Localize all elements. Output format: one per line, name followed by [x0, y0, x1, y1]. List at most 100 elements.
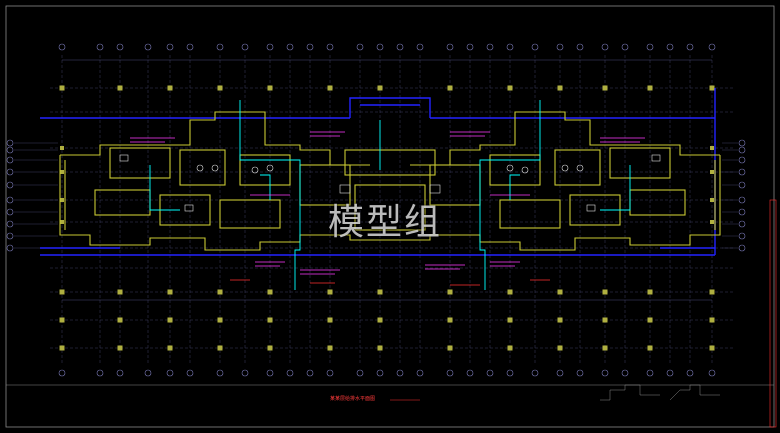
axis-bubble-top — [621, 43, 629, 51]
structural-column — [217, 345, 223, 351]
axis-bubble-bottom — [306, 369, 314, 377]
axis-bubble-top — [556, 43, 564, 51]
axis-bubble-top — [241, 43, 249, 51]
axis-bubble-bottom — [666, 369, 674, 377]
structural-column — [59, 317, 65, 323]
structural-column — [447, 289, 453, 295]
structural-column — [647, 85, 653, 91]
axis-bubble-top — [216, 43, 224, 51]
axis-bubbles — [6, 43, 746, 377]
axis-bubble-right — [738, 208, 746, 216]
axis-bubble-bottom — [556, 369, 564, 377]
drawing-border — [5, 5, 775, 428]
structural-column — [557, 85, 563, 91]
axis-bubble-bottom — [116, 369, 124, 377]
structural-column — [377, 345, 383, 351]
drain-pipes — [149, 100, 631, 290]
axis-bubble-bottom — [286, 369, 294, 377]
structural-column — [60, 146, 64, 150]
structural-column — [710, 146, 714, 150]
axis-bubble-top — [486, 43, 494, 51]
axis-bubble-left — [6, 196, 14, 204]
structural-column — [59, 289, 65, 295]
structural-column — [167, 85, 173, 91]
title-block-graphics — [390, 384, 720, 401]
axis-bubble-top — [446, 43, 454, 51]
axis-bubble-left — [6, 146, 14, 154]
structural-column — [709, 317, 715, 323]
structural-column — [377, 317, 383, 323]
axis-bubble-bottom — [326, 369, 334, 377]
axis-bubble-bottom — [96, 369, 104, 377]
structural-column — [377, 289, 383, 295]
structural-column — [59, 85, 65, 91]
axis-bubble-bottom — [531, 369, 539, 377]
structural-column — [709, 289, 715, 295]
structural-column — [60, 220, 64, 224]
structural-column — [647, 289, 653, 295]
right-title-strip — [769, 199, 777, 428]
structural-column — [602, 289, 608, 295]
annotation-notes — [130, 131, 645, 286]
axis-grid — [14, 55, 738, 365]
structural-column — [167, 317, 173, 323]
structural-column — [557, 345, 563, 351]
structural-column — [117, 289, 123, 295]
axis-bubble-right — [738, 156, 746, 164]
axis-bubble-right — [738, 139, 746, 147]
axis-bubble-left — [6, 220, 14, 228]
axis-bubble-top — [686, 43, 694, 51]
structural-column — [217, 289, 223, 295]
axis-bubble-bottom — [646, 369, 654, 377]
structural-column — [710, 220, 714, 224]
axis-bubble-bottom — [601, 369, 609, 377]
axis-bubble-bottom — [186, 369, 194, 377]
structural-column — [167, 289, 173, 295]
axis-bubble-top — [186, 43, 194, 51]
structural-column — [327, 317, 333, 323]
axis-bubble-bottom — [686, 369, 694, 377]
axis-bubble-right — [738, 146, 746, 154]
axis-bubble-top — [116, 43, 124, 51]
structural-column — [557, 317, 563, 323]
structural-column — [507, 345, 513, 351]
structural-column — [327, 345, 333, 351]
axis-bubble-right — [738, 168, 746, 176]
axis-bubble-top — [576, 43, 584, 51]
axis-bubble-right — [738, 181, 746, 189]
structural-column — [377, 85, 383, 91]
axis-bubble-bottom — [416, 369, 424, 377]
axis-bubble-left — [6, 168, 14, 176]
axis-bubble-top — [166, 43, 174, 51]
axis-bubble-top — [416, 43, 424, 51]
axis-bubble-top — [666, 43, 674, 51]
sanitary-fixtures — [119, 154, 661, 212]
structural-column — [327, 289, 333, 295]
structural-column — [602, 345, 608, 351]
columns — [59, 85, 715, 351]
structural-column — [267, 317, 273, 323]
structural-column — [327, 85, 333, 91]
axis-bubble-left — [6, 156, 14, 164]
axis-bubble-top — [58, 43, 66, 51]
axis-bubble-top — [306, 43, 314, 51]
axis-bubble-right — [738, 232, 746, 240]
axis-bubble-top — [466, 43, 474, 51]
structural-column — [709, 345, 715, 351]
structural-column — [117, 345, 123, 351]
axis-bubble-left — [6, 208, 14, 216]
structural-column — [117, 317, 123, 323]
axis-bubble-top — [646, 43, 654, 51]
axis-bubble-bottom — [376, 369, 384, 377]
axis-bubble-bottom — [356, 369, 364, 377]
axis-bubble-bottom — [166, 369, 174, 377]
structural-column — [647, 317, 653, 323]
axis-bubble-bottom — [266, 369, 274, 377]
axis-bubble-bottom — [446, 369, 454, 377]
axis-bubble-bottom — [396, 369, 404, 377]
structural-column — [447, 317, 453, 323]
axis-bubble-top — [601, 43, 609, 51]
axis-bubble-bottom — [621, 369, 629, 377]
axis-bubble-bottom — [486, 369, 494, 377]
